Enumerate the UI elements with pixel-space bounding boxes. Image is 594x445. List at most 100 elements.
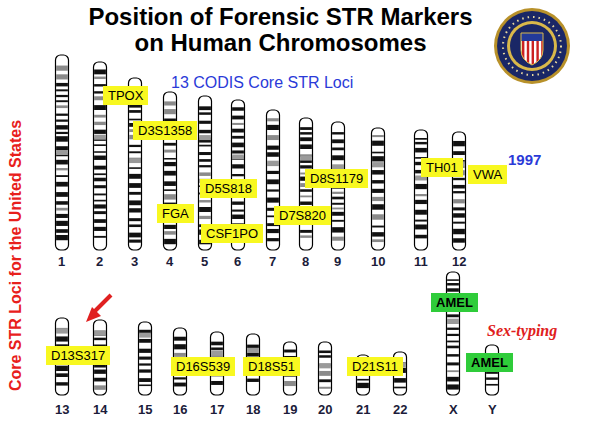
centromere (199, 135, 211, 140)
chromosome-band (300, 132, 312, 134)
chromosome-band (56, 175, 68, 177)
shield-outline (521, 33, 543, 65)
chromosome-band (56, 136, 68, 141)
chromosome-band (129, 174, 141, 179)
chromosome-band (486, 384, 498, 386)
chromosome-band (94, 211, 106, 214)
chromosome-band (56, 120, 68, 122)
chromosome-band (232, 174, 244, 176)
chromosome-band (372, 141, 384, 146)
chromosome-band (453, 207, 465, 210)
chromosome-band (300, 189, 312, 192)
chromosome-band (415, 148, 427, 153)
chromosome-band (447, 288, 459, 291)
chromosome-band (199, 165, 211, 167)
shield-stripes (521, 33, 544, 67)
chromosome-band (319, 387, 331, 389)
chromosome-band (199, 152, 211, 155)
chromosome-band (267, 189, 279, 191)
arrow-shaft (95, 295, 111, 311)
str-locus-box: TH01 (421, 158, 463, 177)
chromosome-band (247, 379, 259, 382)
chromosome-band (164, 158, 176, 160)
chromosome-band (174, 337, 186, 341)
chromosome-number: Y (488, 402, 497, 418)
chromosome-band (199, 145, 211, 147)
chromosome (319, 342, 332, 395)
chromosome-band (332, 203, 344, 205)
chromosome-band (357, 379, 369, 381)
chromosome-band (129, 158, 141, 163)
chromosome-band (447, 319, 459, 323)
chromosome-number: 19 (283, 402, 297, 418)
centromere (372, 162, 384, 167)
chromosome-band (232, 129, 244, 133)
chromosome-band (56, 66, 68, 71)
chromosome-band (139, 357, 151, 360)
centromere (267, 161, 279, 166)
chromosome-band (300, 160, 312, 163)
chromosome-band (94, 122, 106, 125)
chromosome-band (94, 166, 106, 170)
shield-chief (521, 33, 543, 41)
chromosome-band (232, 164, 244, 168)
chromosome-number: 18 (246, 402, 260, 418)
locus-name: D3S1358 (138, 123, 192, 138)
chromosome-band (139, 384, 151, 386)
str-locus-box: CSF1PO (201, 224, 263, 243)
chromosome-band (56, 182, 68, 187)
chromosome-band (372, 135, 384, 137)
chromosome-band (300, 144, 312, 149)
chromosome-band (56, 235, 68, 240)
chromosome-band (232, 107, 244, 110)
chromosome-band (129, 218, 141, 221)
chromosome-band (129, 233, 141, 238)
chromosome-band (415, 200, 427, 204)
chromosome-band (453, 199, 465, 203)
chromosome-band (199, 121, 211, 124)
chromosome-number: 16 (173, 402, 187, 418)
chromosome-band (332, 197, 344, 200)
seal-field (510, 24, 554, 68)
chromosome-band (415, 210, 427, 215)
chromosome (453, 132, 466, 250)
chromosome-band (300, 137, 312, 141)
locus-name: D18S51 (248, 359, 295, 374)
chromosome-band (129, 167, 141, 169)
centromere (56, 150, 68, 155)
centromere (94, 330, 106, 335)
chromosome-band (232, 210, 244, 212)
locus-name: AMEL (436, 295, 473, 310)
chromosome-band (447, 377, 459, 382)
chromosome (267, 110, 280, 250)
chromosome-band (56, 168, 68, 170)
chromosome-band (56, 74, 68, 79)
chromosome-band (267, 125, 279, 130)
chromosome (415, 130, 428, 250)
chromosome-band (56, 208, 68, 211)
centromere (56, 329, 68, 334)
chromosome-band (94, 378, 106, 382)
chromosome-band (453, 151, 465, 155)
chromosome-band (372, 214, 384, 219)
chromosome-band (129, 208, 141, 212)
str-locus-box: D13S317 (46, 346, 110, 365)
chromosome-band (332, 192, 344, 194)
chromosome-band (94, 144, 106, 146)
chromosome-band (415, 220, 427, 222)
seal-stars (503, 17, 561, 75)
chromosome-band (56, 221, 68, 226)
chromosome-number: 20 (318, 402, 332, 418)
pointer-arrow (86, 295, 111, 322)
chromosome-band (332, 208, 344, 210)
chromosome-band (129, 183, 141, 188)
chromosome-number: 2 (96, 254, 103, 270)
chromosome-band (164, 231, 176, 235)
chromosome (447, 272, 460, 395)
chromosome-band (94, 115, 106, 118)
chromosome-number: 5 (201, 254, 208, 270)
centromere (129, 158, 141, 163)
chromosome-band (394, 378, 406, 383)
chromosome-band (332, 155, 344, 160)
chromosome-band (199, 106, 211, 110)
